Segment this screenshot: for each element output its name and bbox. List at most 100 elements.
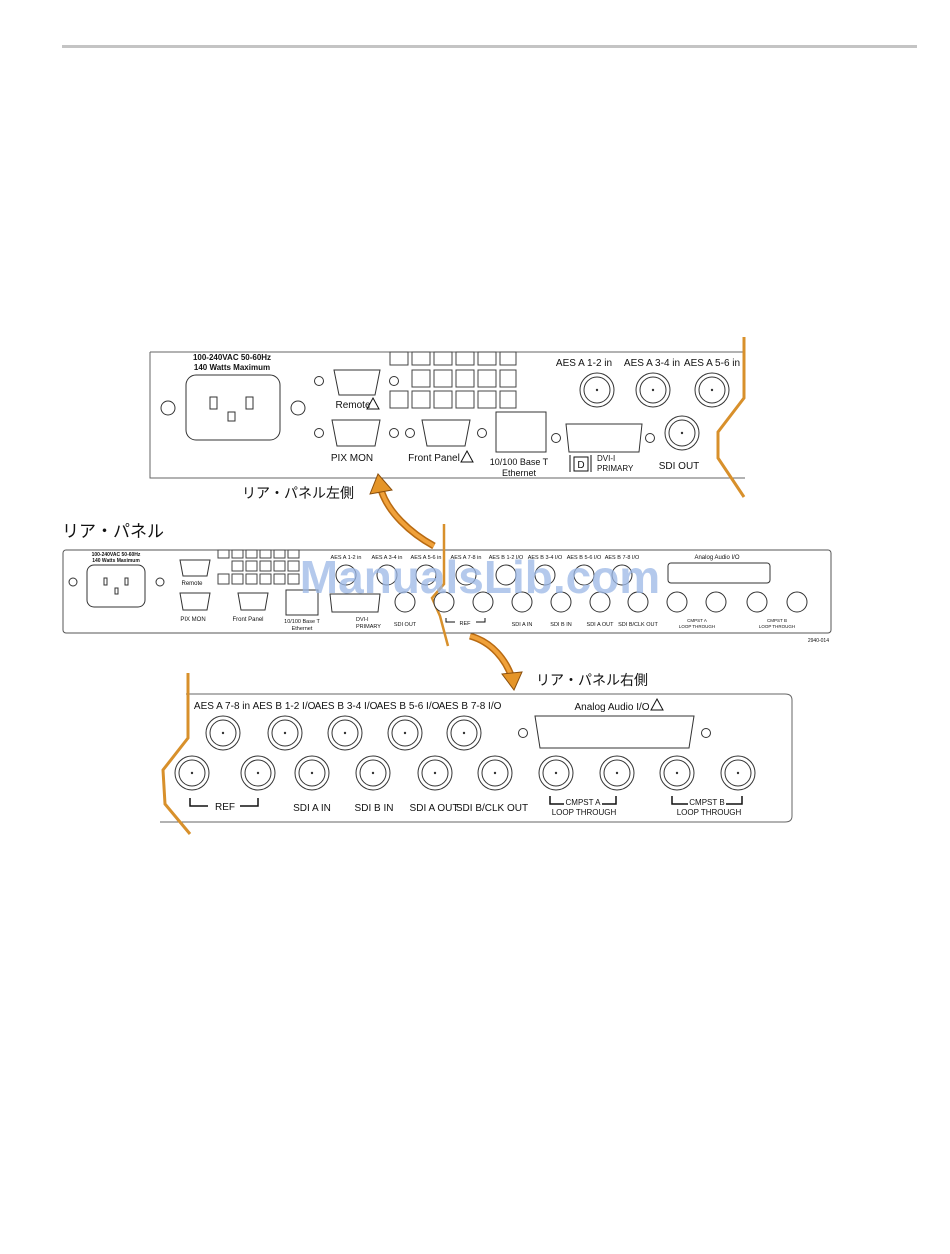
- break-line-left: [716, 337, 746, 498]
- vent-grid: [389, 351, 517, 409]
- aes-a-7-8-label: AES A 7-8 in: [194, 701, 250, 712]
- pix-mon-label: PIX MON: [331, 453, 373, 464]
- full-ethernet-1: 10/100 Base T: [284, 619, 320, 625]
- arrow-to-left-fill: [378, 485, 435, 548]
- warning-icon: [460, 449, 474, 463]
- dvi-label-2: PRIMARY: [597, 464, 634, 473]
- full-power-1: 100-240VAC 50-60Hz: [92, 552, 141, 558]
- full-power-2: 140 Watts Maximum: [92, 558, 140, 564]
- full-sdi-bclk-out: SDI B/CLK OUT: [618, 622, 658, 628]
- full-sdi-out: SDI OUT: [394, 622, 417, 628]
- loop-through-b-label: LOOP THROUGH: [677, 808, 742, 817]
- power-rating-line1: 100-240VAC 50-60Hz: [193, 353, 271, 362]
- power-pin: [227, 411, 236, 422]
- right-side-heading: リア・パネル右側: [536, 673, 648, 689]
- full-remote: Remote: [181, 581, 203, 587]
- aes-b-5-6-label: AES B 5-6 I/O: [377, 701, 440, 712]
- full-bnc-top-row: [335, 564, 633, 586]
- warning-icon: [366, 396, 380, 410]
- full-loop-b: LOOP THROUGH: [759, 624, 795, 629]
- arrow-head-down: [501, 671, 523, 691]
- full-pix-mon: PIX MON: [180, 617, 205, 623]
- full-top-label: AES B 3-4 I/O: [528, 555, 563, 561]
- ethernet-port: [495, 411, 547, 453]
- full-analog-audio: Analog Audio I/O: [694, 555, 739, 561]
- power-rating-line2: 140 Watts Maximum: [194, 363, 270, 372]
- aes-b-3-4-label: AES B 3-4 I/O: [315, 701, 378, 712]
- sdi-a-in-label: SDI A IN: [293, 803, 331, 814]
- full-rear-panel: 100-240VAC 50-60Hz 140 Watts Maximum Rem…: [62, 524, 832, 647]
- cmpst-a-label: CMPST A: [566, 798, 602, 807]
- sdi-a-out-label: SDI A OUT: [410, 803, 459, 814]
- ethernet-label-1: 10/100 Base T: [490, 457, 549, 467]
- right-side-panel: AES A 7-8 in AES B 1-2 I/O AES B 3-4 I/O…: [160, 673, 793, 835]
- pix-mon-port: [331, 419, 381, 447]
- full-top-label: AES A 5-6 in: [411, 555, 442, 561]
- dvi-badge: D: [577, 460, 584, 471]
- rear-panel-heading: リア・パネル: [62, 522, 164, 542]
- left-side-panel: 100-240VAC 50-60Hz 140 Watts Maximum Rem…: [149, 337, 746, 498]
- full-cmpst-a: CMPST A: [687, 618, 707, 623]
- bnc-connector: [579, 372, 615, 408]
- full-top-label: AES A 3-4 in: [372, 555, 403, 561]
- aes-a-3-4-label: AES A 3-4 in: [624, 358, 680, 369]
- aes-a-1-2-label: AES A 1-2 in: [556, 358, 612, 369]
- front-panel-label: Front Panel: [408, 453, 460, 464]
- analog-audio-label: Analog Audio I/O: [574, 702, 649, 713]
- cmpst-b-label: CMPST B: [689, 798, 724, 807]
- bnc-top-row: [205, 715, 482, 751]
- screw-right: [290, 400, 306, 416]
- full-ref: REF: [460, 621, 472, 627]
- full-bnc-bottom-row: [394, 591, 808, 613]
- dvi-label-1: DVI-I: [597, 454, 615, 463]
- full-sdi-a-in: SDI A IN: [512, 622, 533, 628]
- remote-label: Remote: [335, 400, 370, 411]
- full-top-label: AES B 7-8 I/O: [605, 555, 640, 561]
- full-dvi-2: PRIMARY: [356, 624, 381, 630]
- full-loop-a: LOOP THROUGH: [679, 624, 715, 629]
- sdi-b-in-label: SDI B IN: [355, 803, 394, 814]
- ethernet-label-2: Ethernet: [502, 468, 537, 478]
- front-panel-port: [421, 419, 471, 447]
- header-rule: [62, 45, 917, 48]
- screw-left: [160, 400, 176, 416]
- arrow-head-up: [369, 473, 393, 495]
- bnc-bottom-row: [174, 755, 756, 791]
- ref-label: REF: [215, 802, 235, 813]
- break-line-full: [430, 524, 450, 647]
- remote-port: [333, 369, 381, 396]
- figure-id: 2940-014: [808, 638, 829, 644]
- power-inlet: [185, 374, 281, 441]
- full-cmpst-b: CMPST B: [767, 618, 787, 623]
- aes-b-7-8-label: AES B 7-8 I/O: [439, 701, 502, 712]
- dvi-port: [565, 423, 643, 453]
- analog-audio-connector: [534, 715, 695, 749]
- full-top-label: AES A 1-2 in: [331, 555, 362, 561]
- bnc-connector: [694, 372, 730, 408]
- power-pin: [209, 396, 218, 410]
- aes-b-1-2-label: AES B 1-2 I/O: [253, 701, 316, 712]
- power-pin: [245, 396, 254, 410]
- warning-icon: [650, 697, 664, 711]
- break-line-right: [161, 673, 192, 835]
- bnc-connector: [635, 372, 671, 408]
- left-side-heading: リア・パネル左側: [242, 486, 354, 502]
- loop-through-a-label: LOOP THROUGH: [552, 808, 617, 817]
- arrow-to-right: [468, 632, 516, 680]
- aes-a-5-6-label: AES A 5-6 in: [684, 358, 740, 369]
- full-ethernet-2: Ethernet: [292, 626, 313, 632]
- sdi-out-label: SDI OUT: [659, 461, 700, 472]
- full-top-label: AES B 1-2 I/O: [489, 555, 524, 561]
- bnc-connector: [664, 415, 700, 451]
- sdi-bclk-out-label: SDI B/CLK OUT: [456, 803, 528, 814]
- arrow-to-left: [376, 485, 436, 550]
- full-dvi-1: DVI-I: [356, 617, 369, 623]
- watermark: ManualsLib.com: [300, 551, 660, 603]
- full-front-panel: Front Panel: [232, 617, 263, 623]
- full-sdi-a-out: SDI A OUT: [587, 622, 615, 628]
- full-top-label: AES B 5-6 I/O: [567, 555, 602, 561]
- full-top-label: AES A 7-8 in: [451, 555, 482, 561]
- full-analog-connector: [667, 562, 771, 584]
- full-sdi-b-in: SDI B IN: [550, 622, 571, 628]
